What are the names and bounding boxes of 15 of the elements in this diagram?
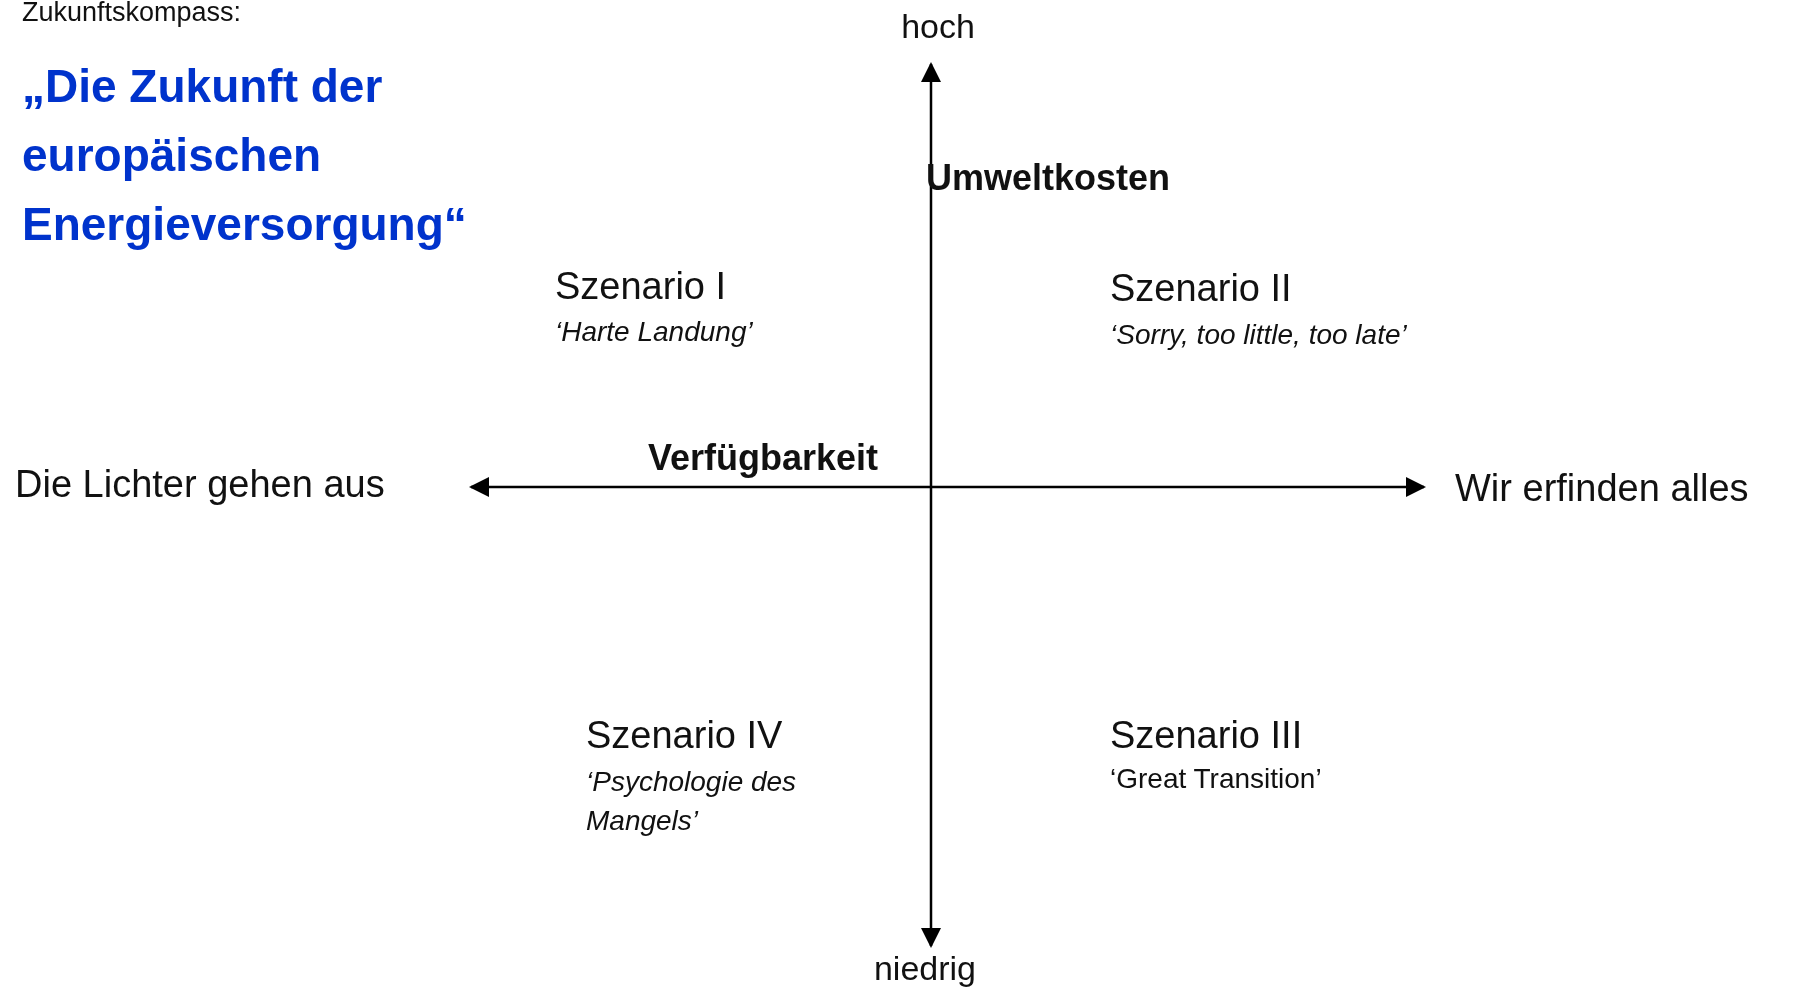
axis-end-label: hoch xyxy=(901,6,975,47)
axis-title: Verfügbarkeit xyxy=(648,436,879,480)
scenario-title: Szenario I xyxy=(555,264,727,309)
axis-end-label: Wir erfinden alles xyxy=(1455,466,1749,511)
scenario-title: Szenario II xyxy=(1110,266,1292,311)
title: „Die Zukunft der europäischen Energieversorgung“ xyxy=(22,59,468,252)
axis-end-label: Die Lichter gehen aus xyxy=(15,462,385,507)
heading-text: Zukunftskompass: xyxy=(22,0,242,29)
scenario-subtitle: ‘Psychologie des Mangels’ xyxy=(586,765,798,839)
scenario-subtitle: ‘Sorry, too little, too late’ xyxy=(1110,318,1408,352)
axis-end-label: niedrig xyxy=(873,948,977,989)
scenario-title: Szenario III xyxy=(1110,713,1303,758)
scenario-title: Szenario IV xyxy=(586,713,783,758)
scenario-subtitle: ‘Harte Landung’ xyxy=(555,315,753,349)
scenario-subtitle: ‘Great Transition’ xyxy=(1110,762,1322,796)
